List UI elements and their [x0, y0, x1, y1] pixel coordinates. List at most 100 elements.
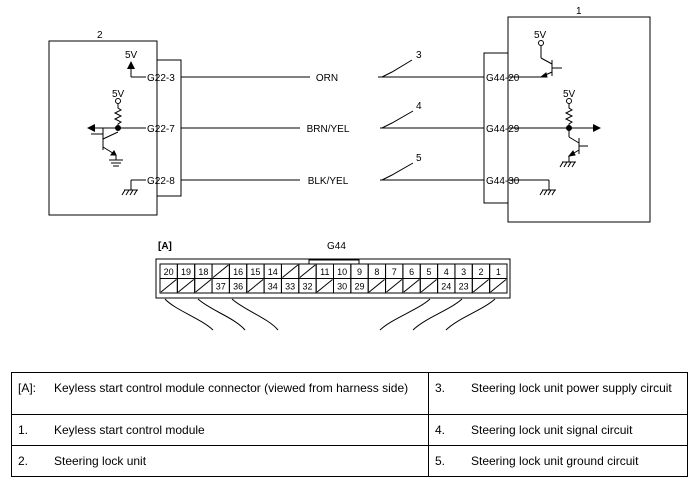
- terminal-g22-3: G22-3: [147, 73, 175, 84]
- legend-key: 2.: [18, 454, 29, 468]
- connector-pin-empty: [471, 278, 491, 294]
- legend-text: Steering lock unit ground circuit: [471, 454, 639, 468]
- connector-pin-empty: [176, 278, 196, 294]
- legend-key: 4.: [435, 423, 446, 437]
- right-transistor-icon: [559, 130, 588, 168]
- connector-pin: 30: [333, 278, 352, 294]
- connector-pin: 11: [315, 263, 334, 279]
- svg-text:6: 6: [409, 267, 414, 277]
- connector-pin-empty: [402, 278, 421, 294]
- svg-text:3: 3: [461, 267, 466, 277]
- svg-text:2: 2: [478, 267, 483, 277]
- connector-pin: 20: [159, 263, 178, 279]
- svg-text:14: 14: [268, 267, 278, 277]
- connector-pin-empty: [159, 278, 178, 294]
- wiring-diagram: 2 1 ORN BRN/YEL BLK/YEL 3 4 5 G22-3 G22-…: [48, 6, 651, 331]
- right-supply-transistor-icon: [508, 40, 562, 78]
- callout-4: 4: [416, 101, 422, 112]
- connector-pin-empty: [489, 278, 508, 294]
- svg-text:29: 29: [355, 282, 365, 292]
- callout-leaders: [381, 59, 414, 181]
- svg-text:11: 11: [320, 267, 329, 277]
- left-5v-label-top: 5V: [125, 50, 138, 61]
- legend-key: 3.: [435, 381, 446, 395]
- svg-text:16: 16: [233, 267, 243, 277]
- svg-text:18: 18: [198, 267, 208, 277]
- connector-pin: 8: [367, 263, 387, 279]
- legend-text: Keyless start control module connector (…: [54, 381, 409, 395]
- legend-item: 2. Steering lock unit: [11, 445, 429, 477]
- legend-text: Steering lock unit: [54, 454, 147, 468]
- terminal-g44-29: G44-29: [486, 124, 520, 135]
- svg-text:8: 8: [374, 267, 379, 277]
- svg-text:1: 1: [496, 267, 501, 277]
- svg-text:4: 4: [444, 267, 449, 277]
- connector-pin: 32: [298, 278, 317, 294]
- connector-pin-empty: [419, 278, 439, 294]
- right-5v-label-top: 5V: [534, 30, 547, 41]
- connector-name: G44: [327, 241, 346, 252]
- connector-pin: 29: [350, 278, 369, 294]
- connector-pin: 10: [333, 263, 352, 279]
- connector-pin: 2: [471, 263, 491, 279]
- connector-pin: 33: [280, 278, 300, 294]
- svg-text:32: 32: [302, 282, 312, 292]
- connector-pin-empty: [280, 263, 300, 279]
- legend-text: Keyless start control module: [54, 423, 205, 437]
- connector-pin: 36: [228, 278, 248, 294]
- svg-text:23: 23: [459, 282, 469, 292]
- terminal-g44-30: G44-30: [486, 176, 520, 187]
- legend-item: 4. Steering lock unit signal circuit: [428, 414, 688, 446]
- right-5v-label-mid: 5V: [563, 89, 576, 100]
- connector-tag: [A]: [158, 241, 172, 252]
- legend-item: 3. Steering lock unit power supply circu…: [428, 372, 688, 415]
- connector-pin-empty: [298, 263, 317, 279]
- connector-pin: 24: [437, 278, 456, 294]
- svg-text:33: 33: [285, 282, 295, 292]
- callout-5: 5: [416, 153, 422, 164]
- wire-color-orn: ORN: [316, 73, 338, 84]
- connector-pin-empty: [246, 278, 265, 294]
- connector-pin-empty: [385, 278, 404, 294]
- wire-color-brn-yel: BRN/YEL: [307, 124, 350, 135]
- connector-pin-empty: [211, 263, 230, 279]
- connector-pin: 4: [437, 263, 456, 279]
- svg-text:9: 9: [357, 267, 362, 277]
- svg-text:7: 7: [392, 267, 397, 277]
- legend-text: Steering lock unit power supply circuit: [471, 381, 672, 395]
- terminal-g22-8: G22-8: [147, 176, 175, 187]
- svg-text:24: 24: [441, 282, 451, 292]
- left-5v-label-mid: 5V: [112, 89, 125, 100]
- component-2-number: 2: [97, 30, 103, 41]
- connector-pin: 3: [454, 263, 473, 279]
- connector-pin: 15: [246, 263, 265, 279]
- svg-text:30: 30: [337, 282, 347, 292]
- right-ground-icon: [508, 179, 556, 196]
- connector-pin: 7: [385, 263, 404, 279]
- svg-text:34: 34: [268, 282, 278, 292]
- svg-text:19: 19: [181, 267, 191, 277]
- terminal-g44-20: G44-20: [486, 73, 520, 84]
- connector-pin: 37: [211, 278, 230, 294]
- legend-item: [A]: Keyless start control module connec…: [11, 372, 429, 415]
- connector-pin: 6: [402, 263, 421, 279]
- connector-pin: 14: [263, 263, 282, 279]
- legend-item: 1. Keyless start control module: [11, 414, 429, 446]
- legend-item: 5. Steering lock unit ground circuit: [428, 445, 688, 477]
- connector-pin: 9: [350, 263, 369, 279]
- connector-pin-empty: [367, 278, 387, 294]
- connector-pin-empty: [315, 278, 334, 294]
- connector-pin: 34: [263, 278, 282, 294]
- connector-pin: 5: [419, 263, 439, 279]
- connector-pin: 19: [176, 263, 196, 279]
- svg-text:37: 37: [216, 282, 226, 292]
- svg-text:10: 10: [337, 267, 347, 277]
- connector-pin: 18: [194, 263, 213, 279]
- legend-key: [A]:: [18, 381, 37, 395]
- component-1-number: 1: [576, 6, 582, 17]
- terminal-g22-7: G22-7: [147, 124, 175, 135]
- connector-pin: 16: [228, 263, 248, 279]
- harness-wires: [164, 298, 496, 331]
- left-supply-arrow: [127, 61, 146, 78]
